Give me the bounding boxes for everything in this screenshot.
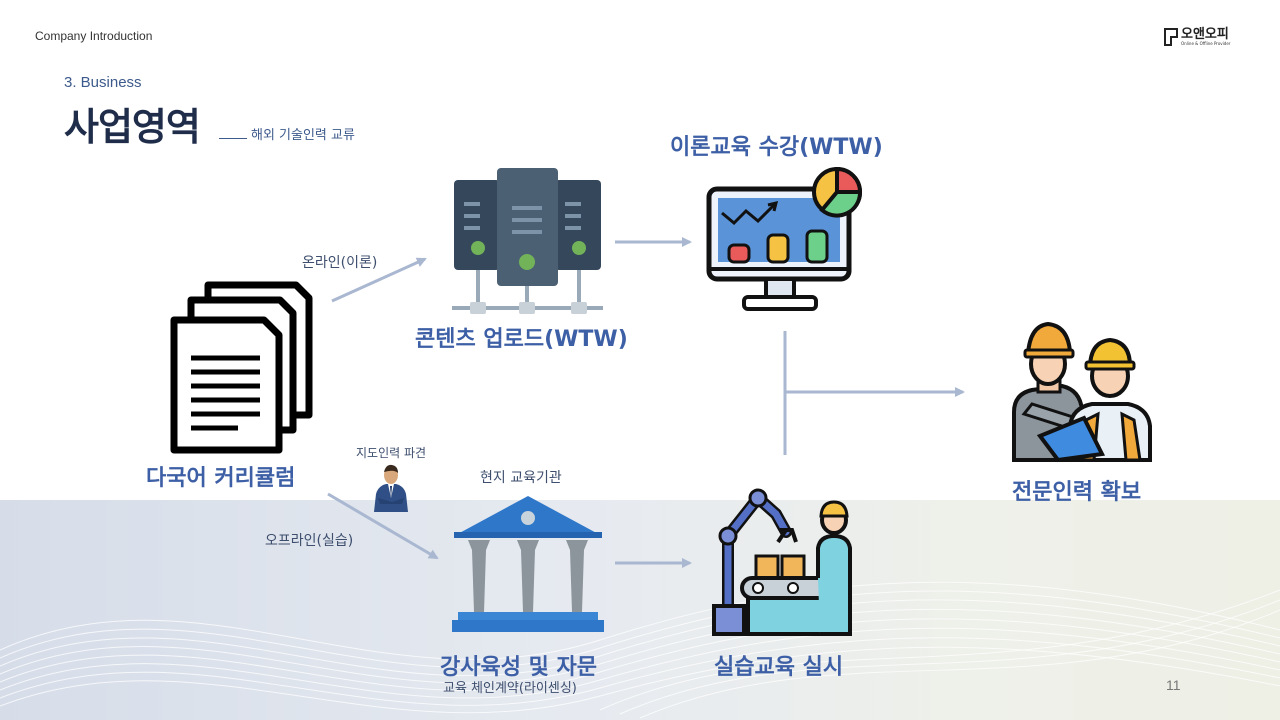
businessman-icon	[374, 464, 408, 512]
online-edge-label: 온라인(이론)	[302, 255, 378, 271]
expert-secure-label: 전문인력 확보	[1012, 480, 1142, 505]
theory-course-label: 이론교육 수강(WTW)	[670, 135, 883, 160]
logo-name: 오앤오피	[1181, 27, 1229, 42]
curriculum-label: 다국어 커리큘럼	[146, 466, 296, 491]
server-icon	[452, 168, 603, 314]
logo-tagline: Online & Offline Provider	[1181, 41, 1231, 46]
dispatch-label: 지도인력 파견	[356, 446, 427, 460]
content-upload-label: 콘텐츠 업로드(WTW)	[415, 327, 628, 352]
company-introduction-label: Company Introduction	[35, 29, 153, 43]
local-institution-label: 현지 교육기관	[480, 470, 562, 486]
instructor-training-label: 강사육성 및 자문	[440, 655, 597, 680]
robot-factory-icon	[712, 488, 852, 636]
page-subtitle: 해외 기술인력 교류	[251, 128, 355, 143]
engineers-icon	[1012, 321, 1152, 463]
institution-icon	[452, 496, 604, 632]
page-number: 11	[1166, 677, 1181, 693]
section-label: 3. Business	[64, 74, 142, 91]
documents-icon	[170, 281, 313, 454]
practical-training-label: 실습교육 실시	[714, 655, 844, 680]
instructor-training-sublabel: 교육 체인계약(라이센싱)	[443, 681, 577, 696]
logo-mark-icon	[1164, 28, 1178, 46]
monitor-chart-icon	[706, 166, 862, 311]
page-title: 사업영역	[64, 105, 201, 149]
company-logo: 오앤오피 Online & Offline Provider	[1164, 28, 1230, 47]
subtitle-rule	[219, 138, 247, 139]
arrow-offline	[327, 492, 439, 560]
offline-edge-label: 오프라인(실습)	[265, 533, 354, 549]
arrow-online	[331, 257, 427, 303]
background-band	[0, 500, 1280, 720]
background-waves	[0, 581, 1280, 719]
